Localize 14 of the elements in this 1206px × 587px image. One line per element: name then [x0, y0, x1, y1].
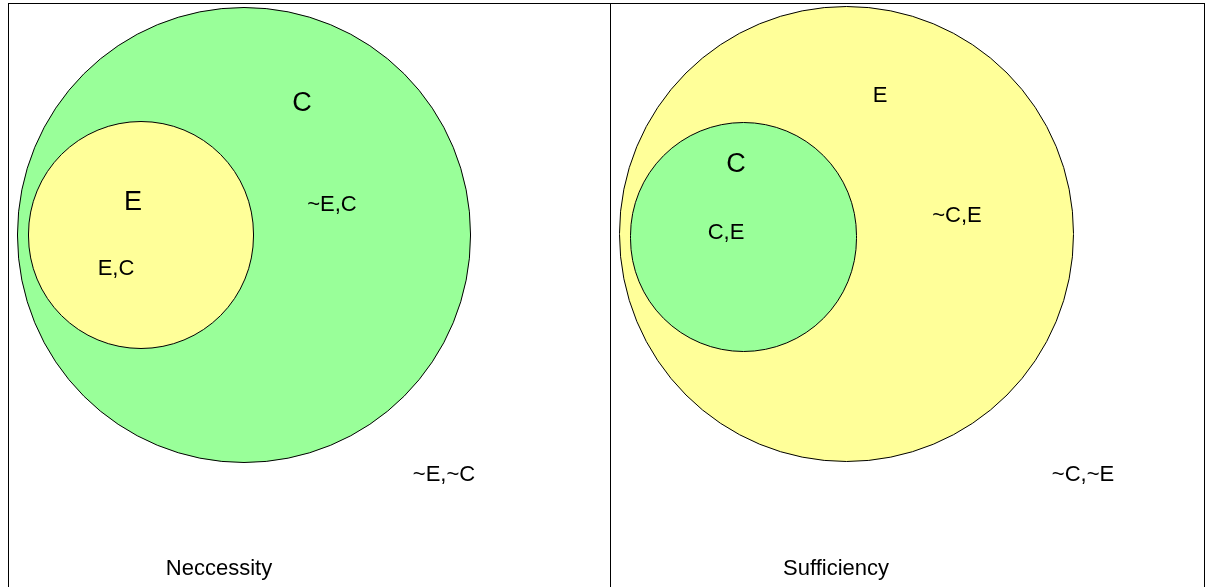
set-label: C — [726, 149, 746, 177]
set-label: Sufficiency — [783, 557, 889, 579]
set-label: ~C,E — [932, 204, 982, 226]
set-label: E,C — [97, 257, 135, 279]
panel — [610, 3, 1205, 587]
set-label: ~E,C — [307, 193, 357, 215]
set-label: Neccessity — [165, 557, 273, 579]
set-label: C,E — [707, 221, 745, 243]
set-label: E — [124, 187, 142, 215]
set-label: ~E,~C — [412, 463, 476, 485]
set-label: ~C,~E — [1051, 463, 1115, 485]
set-label: C — [292, 88, 312, 116]
panel — [8, 3, 611, 587]
set-label: E — [872, 84, 888, 106]
